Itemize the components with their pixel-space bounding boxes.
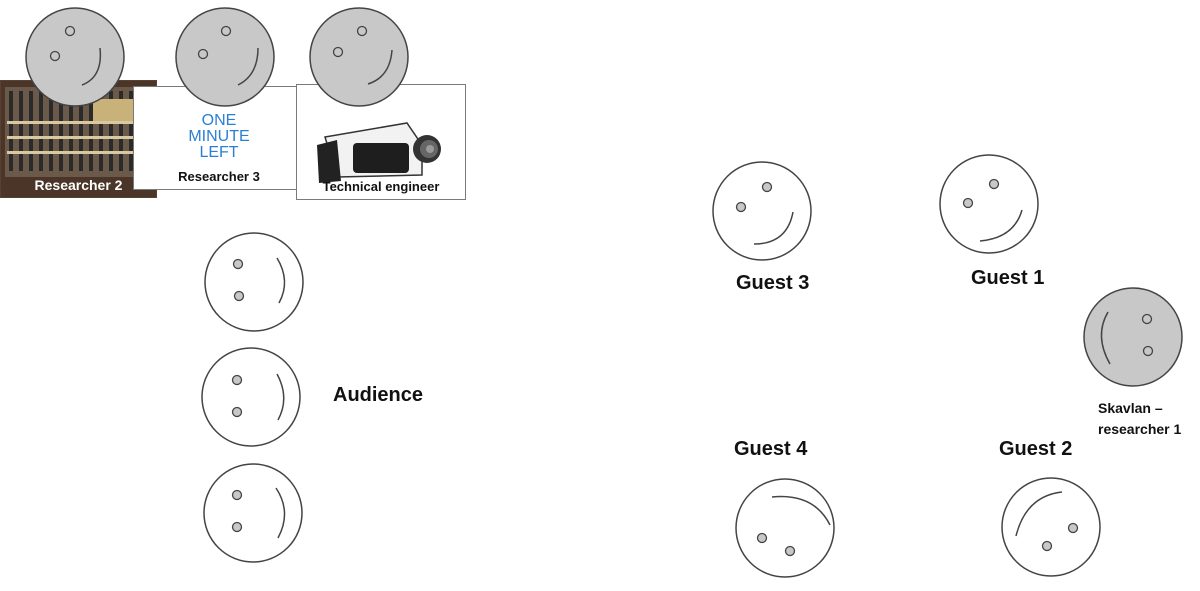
guest-4-label: Guest 4 [734,438,808,460]
guest-4-face [735,478,835,578]
researcher-2-face [25,7,125,107]
audience-label: Audience [333,384,424,406]
video-camera-icon [317,122,441,183]
researcher-3-label: Researcher 3 [178,169,260,184]
audience-face-1 [204,232,304,332]
guest-3-label: Guest 3 [736,272,810,294]
host-label: Skavlan – researcher 1 [1098,398,1181,440]
guest-2-face [1001,477,1101,577]
audience-face-3 [203,463,303,563]
host-face [1083,287,1183,387]
guest-3-face [712,161,812,261]
technical-engineer-card: Technical engineer [296,84,466,200]
guest-1-label: Guest 1 [971,267,1045,289]
technical-engineer-face [309,7,409,107]
audience-face-2 [201,347,301,447]
guest-1-face [939,154,1039,254]
researcher-3-face [175,7,275,107]
one-minute-left-sign: ONE MINUTE LEFT [134,113,304,161]
sign-line-3: LEFT [199,144,239,161]
host-label-line-1: Skavlan – [1098,400,1163,416]
guest-2-label: Guest 2 [999,438,1073,460]
host-label-line-2: researcher 1 [1098,421,1182,437]
technical-engineer-label: Technical engineer [322,179,440,194]
sign-line-1: ONE [201,112,237,129]
researcher-2-label: Researcher 2 [34,177,123,193]
sign-line-2: MINUTE [188,128,250,145]
